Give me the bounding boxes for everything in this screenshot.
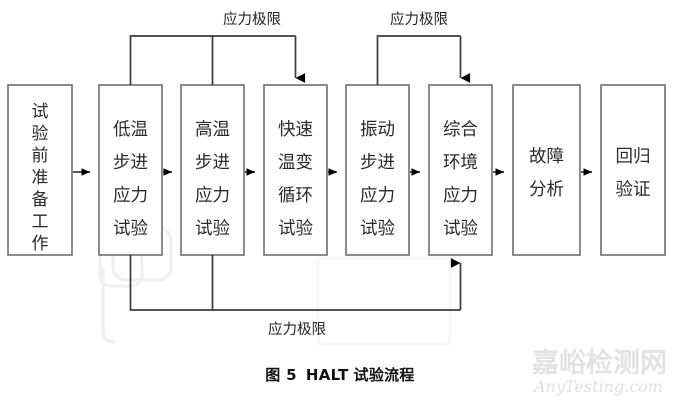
watermark-secondary: AnyTesting.com [532, 377, 663, 396]
box-high-temp-step-stress-test[interactable]: 高温 步进 应力 试验 [180, 84, 245, 256]
box-label-line: 准 [32, 168, 49, 188]
box-label-line: 试验 [195, 219, 230, 239]
box-label-line: 快速 [278, 120, 313, 140]
box-label-line: 低温 [113, 120, 148, 140]
watermark-primary: 嘉峪检测网 [532, 347, 667, 379]
box-failure-analysis[interactable]: 故障 分析 [512, 84, 581, 256]
box-label-line: 环境 [443, 153, 478, 173]
box-label-line: 应力 [113, 186, 148, 206]
box-label-line: 试验 [113, 219, 148, 239]
box-rapid-thermal-cycling-test[interactable]: 快速 温变 循环 试验 [263, 84, 328, 256]
box-vibration-step-stress-test[interactable]: 振动 步进 应力 试验 [345, 84, 410, 256]
watermark: 嘉峪检测网 AnyTesting.com [532, 347, 667, 396]
feedback-loop-stress-limit-bottom: 应力极限 [129, 255, 462, 338]
box-label-line: 回归 [616, 147, 651, 167]
box-label-line: 高温 [195, 120, 230, 140]
box-label-line: 工 [32, 212, 49, 232]
box-label-line: 应力 [195, 186, 230, 206]
box-low-temp-step-stress-test[interactable]: 低温 步进 应力 试验 [98, 84, 163, 256]
box-label-line: 应力 [443, 186, 478, 206]
box-label-line: 故障 [529, 147, 564, 167]
box-label-line: 分析 [529, 180, 564, 200]
caption-text: 试验流程 [353, 366, 415, 384]
box-label-line: 步进 [195, 153, 230, 173]
feedback-loop-stress-limit-top-left: 应力极限 [129, 10, 306, 85]
box-label-line: 试验 [360, 219, 395, 239]
box-label-line: 试 [32, 102, 49, 122]
box-label-line: 试验 [443, 219, 478, 239]
box-label-line: 应力 [360, 186, 395, 206]
box-combined-environment-stress-test[interactable]: 综合 环境 应力 试验 [428, 84, 493, 256]
feedback-loop-stress-limit-top-right: 应力极限 [376, 10, 471, 85]
caption-number: 图 5 [265, 366, 297, 384]
box-label-line: 验证 [616, 180, 651, 200]
box-label-line: 步进 [113, 153, 148, 173]
box-pre-test-preparation[interactable]: 试 验 前 准 备 工 作 [7, 84, 73, 256]
box-label-line: 振动 [360, 120, 395, 140]
box-label-line: 循环 [278, 186, 313, 206]
box-label-line: 验 [32, 124, 49, 144]
feedback-label-top-left: 应力极限 [223, 10, 281, 28]
feedback-label-bottom: 应力极限 [268, 320, 326, 338]
box-label-line: 步进 [360, 153, 395, 173]
box-label-line: 综合 [443, 120, 478, 140]
box-label-line: 备 [32, 190, 49, 210]
feedback-label-top-right: 应力极限 [390, 10, 448, 28]
box-label-line: 试验 [278, 219, 313, 239]
box-label-line: 前 [32, 146, 49, 166]
process-boxes: 试 验 前 准 备 工 作 低温 步进 应力 试验 高温 步进 应力 [7, 84, 666, 256]
box-regression-verification[interactable]: 回归 验证 [600, 84, 666, 256]
caption-code: HALT [305, 366, 349, 384]
box-label-line: 温变 [278, 153, 313, 173]
box-label-line: 作 [32, 234, 49, 254]
